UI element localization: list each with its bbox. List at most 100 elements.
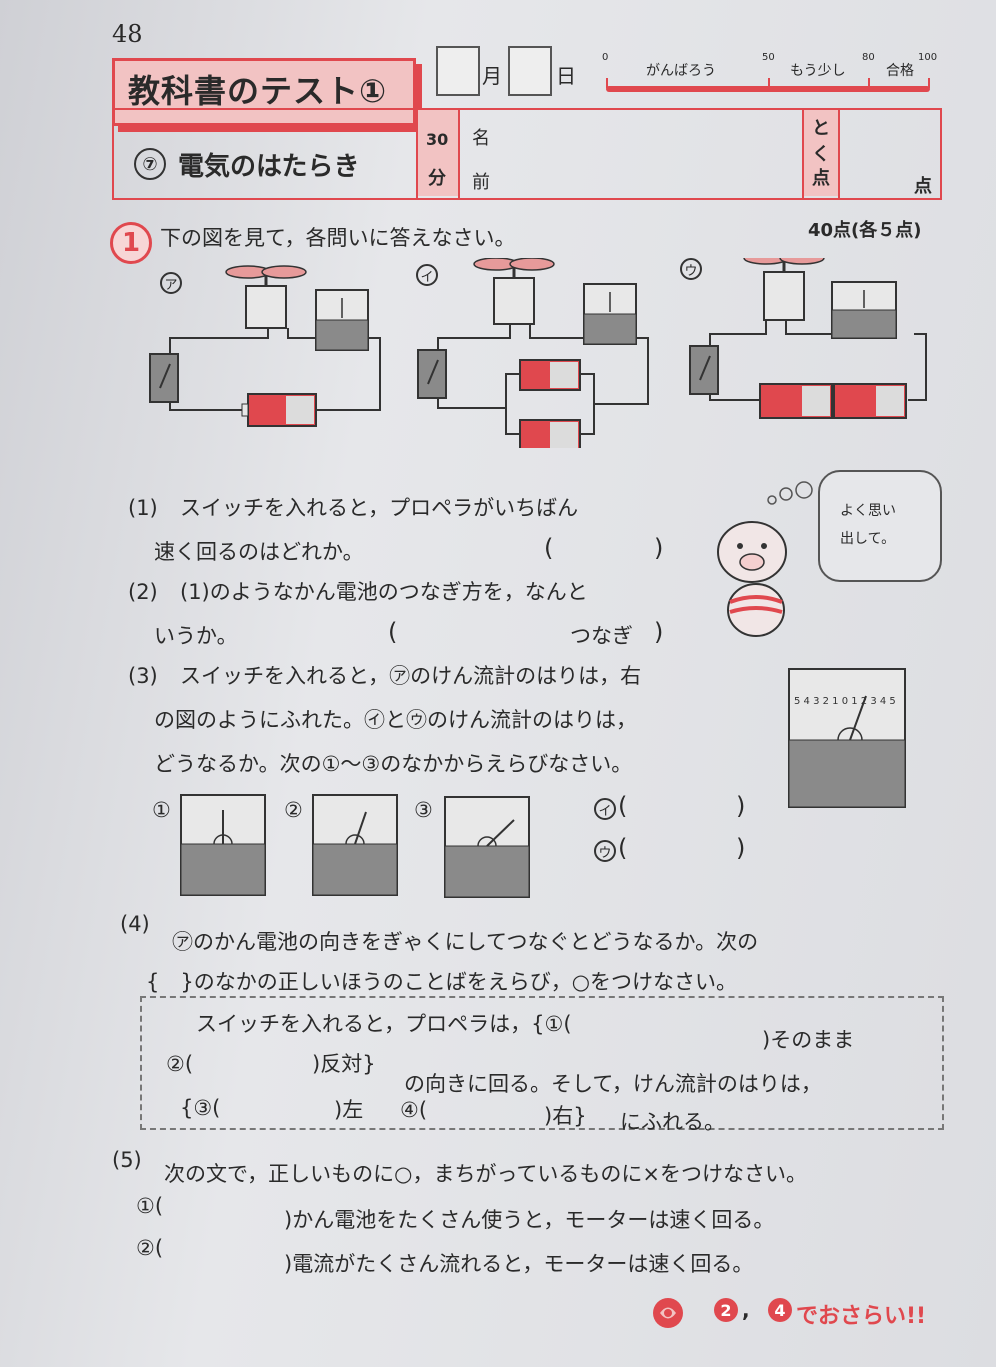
question-number: 1 (110, 222, 152, 264)
box-line3-e: にふれる。 (620, 1110, 725, 1134)
scale-tick (768, 78, 770, 88)
meter-scale-label: 5 4 3 2 1 0 1 2 3 4 5 (794, 696, 896, 707)
box-line2-a: ②( (166, 1052, 194, 1076)
month-box[interactable] (436, 46, 480, 96)
score-label-char: 点 (812, 168, 830, 189)
p3-line2: の図のようにふれた。㋑と㋒のけん流計のはりは， (154, 708, 637, 732)
p5-1-answer-field[interactable] (180, 1192, 280, 1220)
p3-line3: どうなるか。次の①～③のなかからえらびなさい。 (154, 752, 633, 776)
time-cell (418, 110, 458, 196)
box-line3-a: {③( (180, 1096, 221, 1120)
p4-line1: ㋐のかん電池の向きをぎゃくにしてつなぐとどうなるか。次の (172, 930, 759, 954)
p5-2-label: ②( (136, 1236, 164, 1260)
time-limit: 30 (426, 130, 449, 149)
score-label-cell (804, 110, 838, 196)
p2-answer-close: ) (654, 618, 664, 646)
divider (838, 108, 840, 198)
box-line3-c: ④( (400, 1098, 428, 1122)
diagram-label-u: ウ (680, 258, 702, 280)
title-banner (112, 58, 416, 126)
scale-tick (606, 78, 608, 88)
box-line2-b: )反対} (312, 1052, 376, 1076)
scale-num: 80 (862, 52, 875, 63)
choice-field-2[interactable] (212, 1052, 312, 1080)
pig-mascot-icon (717, 481, 813, 637)
p2-line2: いうか。 (154, 624, 238, 648)
p5-1-text: )かん電池をたくさん使うと，モーターは速く回る。 (284, 1208, 775, 1232)
p1-answer-field[interactable] (556, 536, 652, 564)
choice-label: ③ (414, 798, 433, 822)
scale-tick (928, 78, 930, 88)
p2-answer-field[interactable] (400, 620, 560, 648)
month-label: 月 (482, 64, 502, 88)
choice-meter-2 (312, 794, 398, 896)
fill-in-box (140, 996, 944, 1130)
p5-line: 次の文で，正しいものに○，まちがっているものに×をつけなさい。 (164, 1162, 808, 1186)
p1-num: (1) (128, 496, 158, 520)
score-scale-bar (606, 86, 930, 92)
name-label: 前 (472, 172, 490, 193)
divider (802, 108, 804, 198)
day-box[interactable] (508, 46, 552, 96)
p1-answer-close: ) (654, 534, 664, 562)
answer-field-u[interactable] (630, 836, 734, 864)
circuit-diagrams (149, 258, 927, 448)
paren-close: ) (736, 834, 746, 862)
box-line2-c: の向きに回る。そして，けん流計のはりは， (404, 1072, 822, 1096)
footer-sep: , (742, 1298, 750, 1322)
answer-label-u: ウ (594, 840, 616, 862)
p5-2-answer-field[interactable] (180, 1234, 280, 1262)
p5-1-label: ①( (136, 1194, 164, 1218)
choice-field-1[interactable] (660, 1010, 760, 1038)
unit-title: 電気のはたらき (178, 152, 360, 182)
choice-field-3[interactable] (232, 1094, 332, 1122)
review-ref-4: 4 (768, 1298, 792, 1322)
p1-line2: 速く回るのはどれか。 (154, 540, 364, 564)
p2-line1: (1)のようなかん電池のつなぎ方を，なんと (180, 580, 588, 604)
answer-field-i[interactable] (630, 794, 734, 822)
q1-instruction: 下の図を見て，各問いに答えなさい。 (160, 226, 516, 250)
p1-answer-open: ( (544, 534, 554, 562)
footer-review-text: でおさらい!! (796, 1304, 927, 1329)
circuit-i (417, 258, 649, 448)
paren-open: ( (618, 834, 628, 862)
paren-open: ( (618, 792, 628, 820)
circuit-u (689, 258, 927, 419)
p5-2-text: )電流がたくさん流れると，モーターは速く回る。 (284, 1252, 754, 1276)
score-label-char: と (812, 118, 830, 139)
name-label: 名 (472, 128, 490, 149)
page-title: 教科書のテスト① (128, 72, 388, 110)
divider (416, 108, 418, 198)
scale-num: 0 (602, 52, 609, 63)
p1-line1: スイッチを入れると，プロペラがいちばん (180, 496, 579, 520)
bubble-text: 出して。 (840, 531, 896, 547)
paren-close: ) (736, 792, 746, 820)
name-field[interactable] (460, 112, 800, 194)
score-label-char: く (812, 144, 830, 165)
galvanometer-figure: 5 4 3 2 1 0 1 2 3 4 5 (788, 668, 906, 808)
scale-num: 50 (762, 52, 775, 63)
rose-icon (653, 1298, 683, 1328)
p3-line1: スイッチを入れると，㋐のけん流計のはりは，右 (180, 664, 642, 688)
divider (458, 108, 460, 198)
page-number: 48 (112, 20, 143, 48)
box-line1-b: )そのまま (762, 1028, 855, 1052)
choice-meter-1 (180, 794, 266, 896)
diagram-label-a: ア (160, 272, 182, 294)
box-line3-d: )右} (544, 1104, 587, 1128)
diagram-label-i: イ (416, 264, 438, 286)
box-line3-b: )左 (334, 1098, 364, 1122)
scale-num: 100 (918, 52, 938, 63)
circuit-a (149, 265, 381, 427)
scale-label: がんばろう (646, 63, 716, 79)
choice-label: ① (152, 798, 171, 822)
p4-line2: { }のなかの正しいほうのことばをえらび，○をつけなさい。 (146, 970, 738, 994)
bubble-text: よく思い (840, 503, 896, 519)
choice-field-4[interactable] (446, 1094, 542, 1122)
p2-suffix: つなぎ (570, 624, 633, 648)
choice-meter-3 (444, 796, 530, 898)
answer-label-i: イ (594, 798, 616, 820)
scale-label: 合格 (886, 63, 914, 79)
q1-points: 40点(各５点) (808, 220, 922, 241)
